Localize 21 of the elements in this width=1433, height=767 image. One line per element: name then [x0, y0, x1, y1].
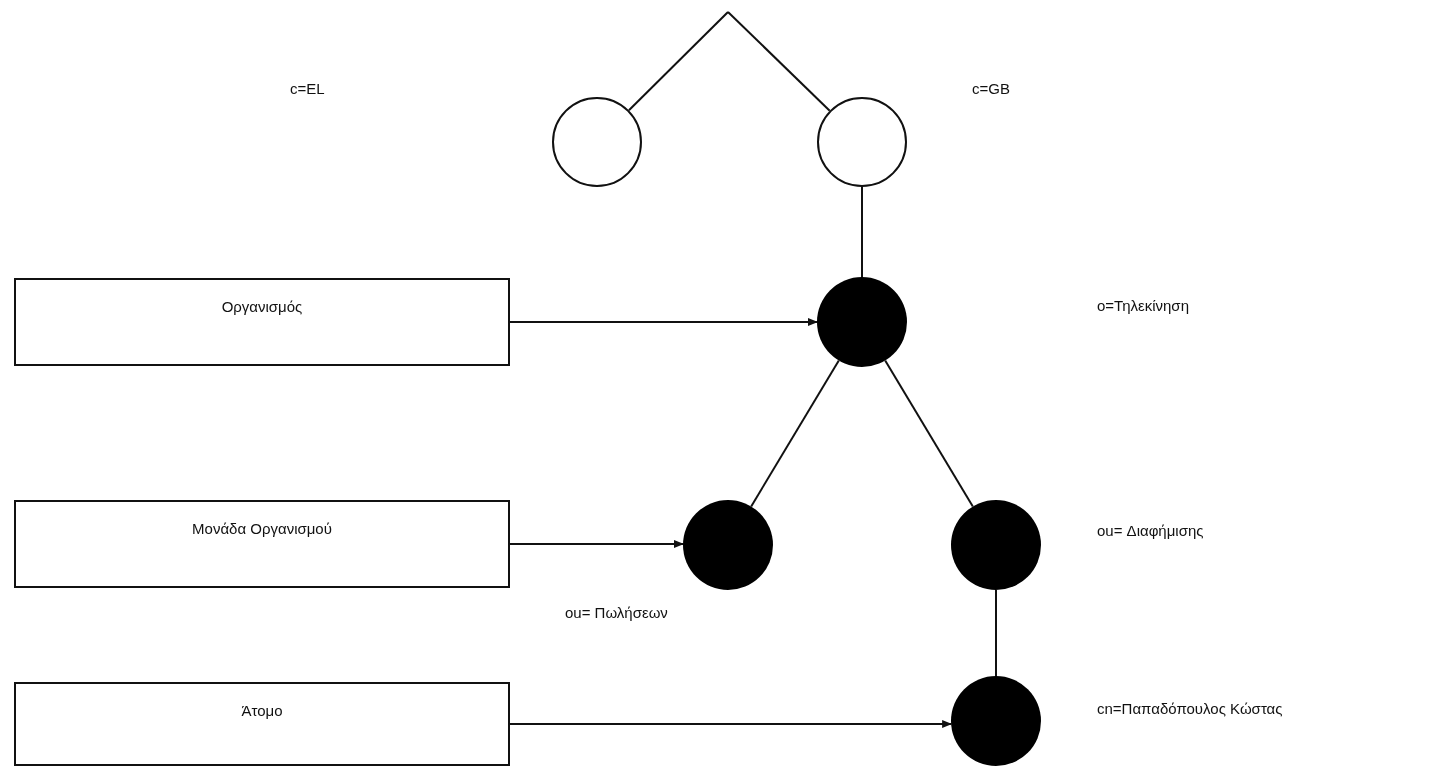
node-caption: o=Τηλεκίνηση: [1097, 296, 1189, 316]
connector-line: [995, 589, 997, 677]
connector-line: [750, 359, 840, 508]
connector-line: [727, 11, 831, 112]
node-caption: c=GB: [972, 79, 1010, 99]
box-label: Οργανισμός: [221, 297, 303, 317]
connector-line: [627, 11, 729, 112]
entry-box: [14, 278, 510, 366]
box-label: Άτομο: [241, 701, 283, 721]
node-caption: cn=Παπαδόπουλος Κώστας: [1097, 699, 1283, 719]
arrow: [509, 540, 684, 548]
connector-line: [861, 186, 863, 278]
node-caption: ou= Διαφήμισης: [1097, 521, 1204, 541]
node-caption: ou= Πωλήσεων: [565, 603, 668, 623]
arrow: [509, 318, 818, 326]
box-label: Μονάδα Οργανισμού: [192, 519, 332, 539]
node-caption: c=EL: [290, 79, 325, 99]
connector-line: [884, 359, 974, 508]
entry-box: [14, 500, 510, 588]
entry-box: [14, 682, 510, 766]
arrow: [509, 720, 953, 728]
